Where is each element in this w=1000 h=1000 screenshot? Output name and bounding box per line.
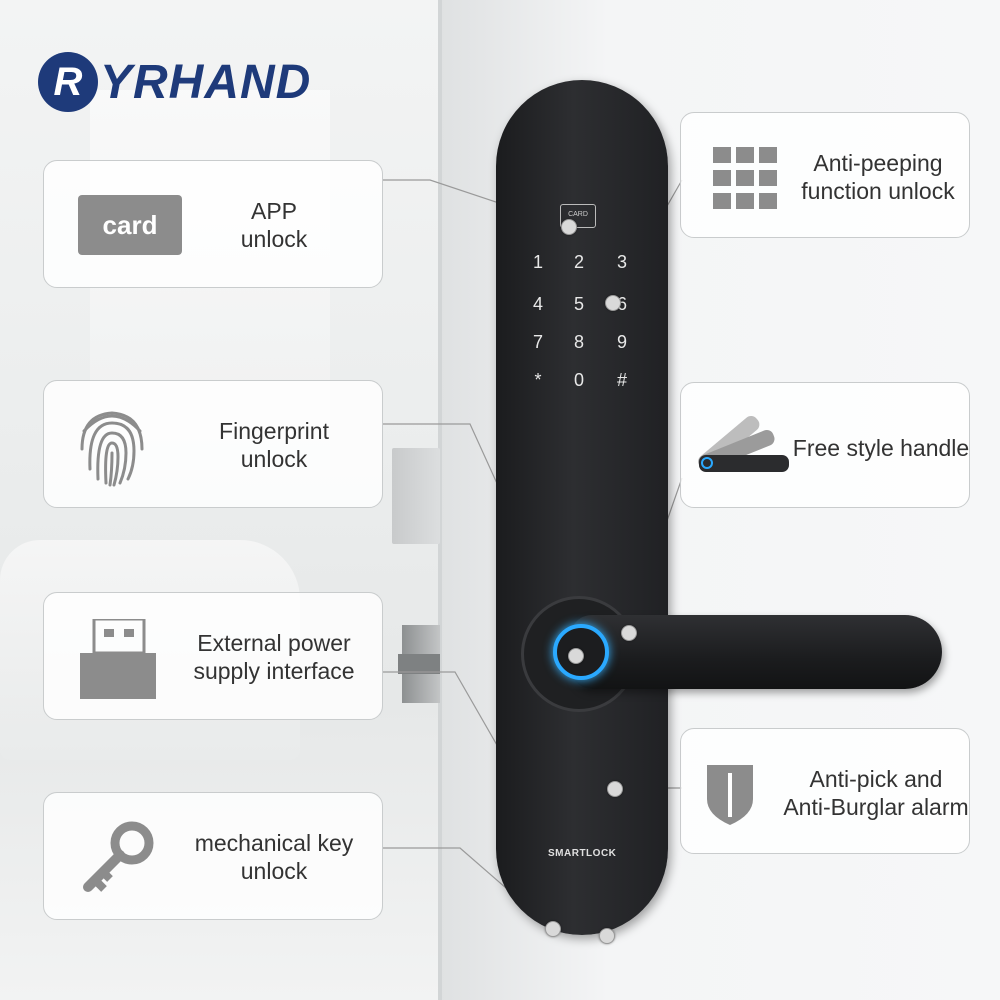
feature-card-power: External power supply interface <box>43 592 383 720</box>
fingerprint-icon <box>80 411 144 487</box>
feature-antipick-subtitle: Anti-Burglar alarm <box>783 794 969 820</box>
keypad-key[interactable]: * <box>534 370 542 390</box>
lock-model-label: SMARTLOCK <box>548 848 617 859</box>
feature-handle-title: Free style handle <box>792 435 970 461</box>
callout-dot-fingerprint <box>568 648 584 664</box>
feature-card-fingerprint: Fingerprint unlock <box>43 380 383 508</box>
shield-icon <box>707 765 753 825</box>
feature-fingerprint-title: Fingerprint <box>219 418 329 444</box>
keypad-key[interactable]: 2 <box>573 252 584 272</box>
key-icon <box>83 821 154 892</box>
feature-card-antipick: Anti-pick and Anti-Burglar alarm <box>680 728 970 854</box>
keypad-grid-icon <box>713 147 777 209</box>
callout-dot-card <box>561 219 577 235</box>
feature-key-subtitle: unlock <box>240 858 308 884</box>
keypad-key[interactable]: 1 <box>532 252 543 272</box>
feature-peeping-title: Anti-peeping <box>813 150 943 176</box>
keypad-key[interactable]: 7 <box>532 332 543 352</box>
keypad-key[interactable]: 0 <box>573 370 584 390</box>
feature-app-title: APP <box>250 198 298 224</box>
feature-peeping-subtitle: function unlock <box>801 178 955 204</box>
keypad-key[interactable]: 9 <box>616 332 627 352</box>
feature-antipick-title: Anti-pick and <box>809 766 943 792</box>
usb-icon <box>80 619 156 699</box>
keypad-key[interactable]: # <box>616 370 627 390</box>
brand-name: YRHAND <box>100 55 312 109</box>
feature-card-peeping: Anti-peeping function unlock <box>680 112 970 238</box>
callout-dot-key <box>545 921 561 937</box>
keypad-key[interactable]: 6 <box>616 294 627 314</box>
keypad-key[interactable]: 4 <box>532 294 543 314</box>
callout-dot-power <box>599 928 615 944</box>
smart-lock-body <box>496 80 668 935</box>
callout-dot-keypad <box>605 295 621 311</box>
feature-fingerprint-subtitle: unlock <box>240 446 308 472</box>
feature-card-handle: Free style handle <box>680 382 970 508</box>
brand-logo-mark: R <box>38 52 98 112</box>
rotating-handle-icon <box>698 416 789 472</box>
feature-app-subtitle: unlock <box>240 226 308 252</box>
keypad-key[interactable]: 3 <box>616 252 627 272</box>
feature-power-title: External power <box>197 630 351 656</box>
keypad-key[interactable]: 5 <box>573 294 584 314</box>
feature-power-subtitle: supply interface <box>193 658 355 684</box>
brand-logo: R YRHAND <box>38 52 311 112</box>
callout-dot-antipick <box>607 781 623 797</box>
door-latch-bolt-tongue <box>398 654 440 674</box>
feature-key-title: mechanical key <box>194 830 354 856</box>
callout-dot-handle <box>621 625 637 641</box>
rfid-card-reader[interactable]: CARD <box>560 204 596 228</box>
door-latch-plate <box>392 448 440 544</box>
feature-card-key: mechanical key unlock <box>43 792 383 920</box>
card-badge-icon: card <box>78 195 182 255</box>
keypad-key[interactable]: 8 <box>573 332 584 352</box>
